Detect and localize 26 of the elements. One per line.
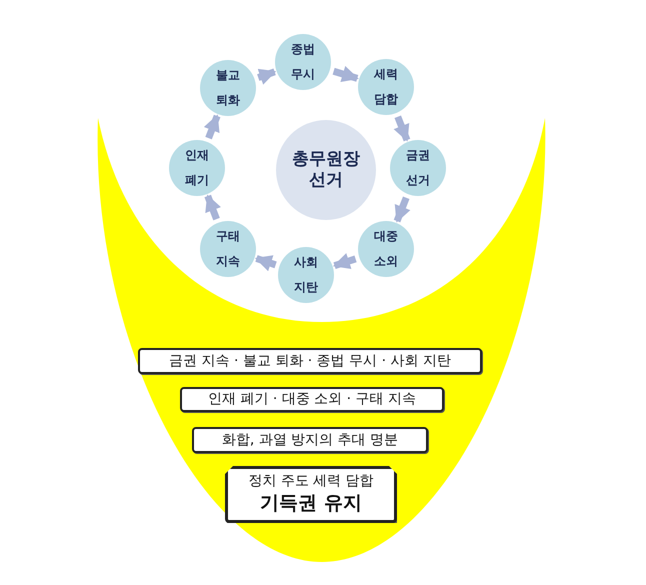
- panel-heading: 기득권 유지: [260, 491, 362, 516]
- step-label: 금권 선거: [405, 146, 431, 189]
- step-label: 총무원장 선거: [291, 148, 361, 192]
- step-label: 인재 폐기: [184, 146, 210, 189]
- arrow: [204, 114, 220, 140]
- panel-label: 인재 폐기 · 대중 소외 · 구태 지속: [208, 390, 416, 409]
- step-label: 세력 담합: [372, 66, 399, 108]
- panel-label: 화합, 과열 방지의 추대 명분: [222, 430, 398, 450]
- step-label: 사회 지탄: [293, 254, 319, 296]
- arrow: [257, 68, 276, 85]
- arrow: [394, 196, 410, 223]
- arrow: [332, 66, 359, 82]
- arrow: [254, 255, 277, 272]
- text-panel: [138, 348, 482, 374]
- arrow: [332, 253, 357, 270]
- step-label: 구태 지속: [215, 228, 241, 270]
- text-panel: [225, 466, 397, 523]
- step-label: 대중 소외: [373, 228, 399, 270]
- text-panel: [192, 427, 428, 453]
- panel-label: 정치 주도 세력 담합: [248, 472, 374, 492]
- panel-label: 금권 지속 · 불교 퇴화 · 종법 무시 · 사회 지탄: [169, 352, 451, 370]
- step-label: 불교 퇴화: [215, 66, 241, 109]
- text-panel: [180, 387, 444, 412]
- arrow: [204, 194, 221, 220]
- arrow: [394, 115, 410, 142]
- step-label: 종법 무시: [290, 40, 316, 83]
